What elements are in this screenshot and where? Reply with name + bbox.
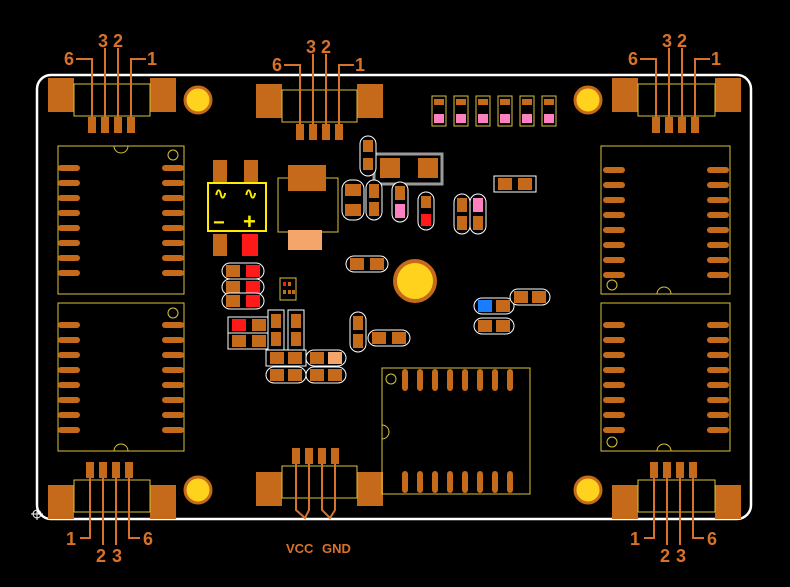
ic-left-upper bbox=[57, 145, 185, 295]
sot-chip bbox=[279, 277, 297, 301]
gnd-label: GND bbox=[322, 541, 351, 556]
pin-label-6: 6 bbox=[628, 49, 638, 69]
connector-top-right: 6 3 2 1 bbox=[612, 31, 741, 133]
connector-bottom-right: 1 2 3 6 bbox=[612, 462, 741, 566]
pin-label-6: 6 bbox=[143, 529, 153, 549]
pin-label-2: 2 bbox=[321, 37, 331, 57]
plus-symbol: + bbox=[243, 209, 256, 234]
pin-label-3: 3 bbox=[306, 37, 316, 57]
pin-label-1: 1 bbox=[630, 529, 640, 549]
origin-marker bbox=[31, 508, 43, 520]
pin-label-2: 2 bbox=[113, 31, 123, 51]
ac-symbol: ∿ bbox=[214, 186, 227, 203]
pin-label-1: 1 bbox=[355, 55, 365, 75]
center-hole bbox=[393, 259, 437, 303]
passives bbox=[221, 135, 551, 384]
ic-right-lower bbox=[600, 302, 731, 452]
connector-top-left: 6 3 2 1 bbox=[48, 31, 176, 133]
pin-label-2: 2 bbox=[677, 31, 687, 51]
pin-label-1: 1 bbox=[147, 49, 157, 69]
pin-label-3: 3 bbox=[676, 546, 686, 566]
connector-bottom-left: 1 2 3 6 bbox=[48, 462, 176, 566]
mounting-hole bbox=[183, 85, 213, 115]
connector-top-middle: 6 3 2 1 bbox=[256, 37, 383, 140]
pin-label-3: 3 bbox=[112, 546, 122, 566]
connector-power: VCC GND bbox=[256, 448, 383, 556]
pin-label-2: 2 bbox=[96, 546, 106, 566]
board-outline bbox=[35, 73, 753, 521]
pin-label-2: 2 bbox=[660, 546, 670, 566]
pin-label-3: 3 bbox=[662, 31, 672, 51]
pin-label-3: 3 bbox=[98, 31, 108, 51]
mounting-hole bbox=[573, 475, 603, 505]
bridge-rectifier: ∿ ∿ − + bbox=[207, 160, 267, 256]
mounting-hole bbox=[573, 85, 603, 115]
vcc-label: VCC bbox=[286, 541, 314, 556]
minus-symbol: − bbox=[213, 212, 225, 234]
pin-label-6: 6 bbox=[707, 529, 717, 549]
ic-bottom-center bbox=[381, 367, 531, 495]
crystal bbox=[372, 152, 444, 186]
mounting-holes bbox=[183, 85, 603, 505]
pin-label-6: 6 bbox=[64, 49, 74, 69]
pin-label-6: 6 bbox=[272, 55, 282, 75]
pin-label-1: 1 bbox=[711, 49, 721, 69]
mounting-hole bbox=[183, 475, 213, 505]
led-array bbox=[431, 95, 557, 127]
ic-right-upper bbox=[600, 145, 731, 295]
voltage-regulator bbox=[277, 165, 339, 250]
ic-left-lower bbox=[57, 302, 185, 452]
ac-symbol: ∿ bbox=[244, 186, 257, 203]
pin-label-1: 1 bbox=[66, 529, 76, 549]
